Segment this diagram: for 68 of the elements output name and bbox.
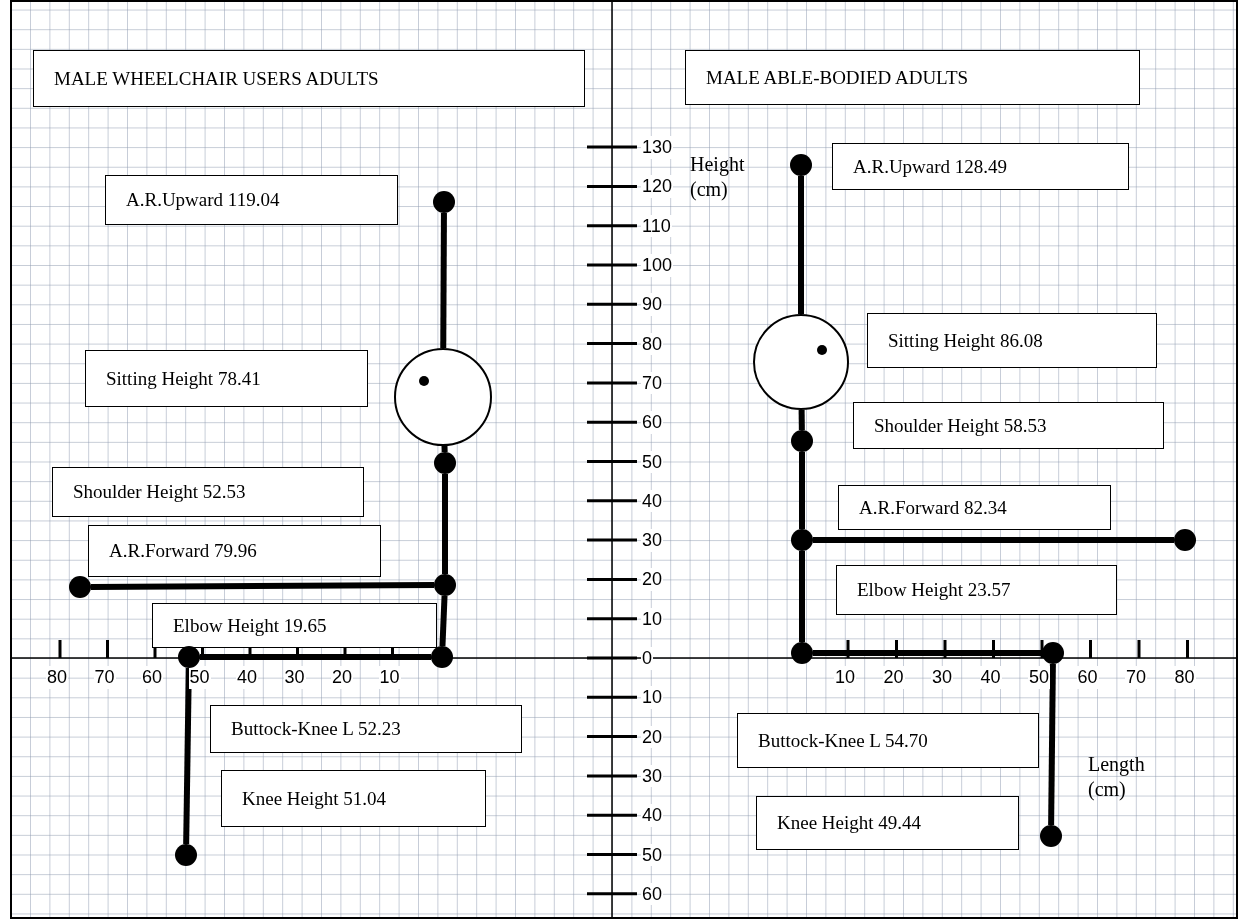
tick-label: 20 [641, 725, 664, 749]
tick-label: 110 [641, 214, 672, 238]
measurement-label: Elbow Height 19.65 [152, 603, 437, 648]
measurement-label: Sitting Height 86.08 [867, 313, 1157, 368]
limb-line [439, 595, 448, 647]
measurement-label: Knee Height 51.04 [221, 770, 486, 827]
measurement-label: Shoulder Height 52.53 [52, 467, 364, 517]
tick-label: 50 [641, 450, 664, 473]
tick-label: 20 [882, 666, 905, 689]
tick-label: 10 [378, 666, 401, 689]
tick-label: 10 [641, 686, 664, 709]
tick-label: 70 [641, 371, 664, 395]
measurement-label: A.R.Upward 128.49 [832, 143, 1129, 190]
tick-label: 40 [641, 489, 664, 513]
measurement-label: A.R.Forward 79.96 [88, 525, 381, 577]
measurement-label: A.R.Forward 82.34 [838, 485, 1111, 530]
limb-line [799, 551, 805, 642]
measurement-label: MALE ABLE-BODIED ADULTS [685, 50, 1140, 105]
tick-label: 30 [283, 666, 306, 689]
measurement-label: Buttock-Knee L 52.23 [210, 705, 522, 753]
tick-label: 70 [1125, 666, 1148, 689]
tick-label: 10 [641, 607, 664, 631]
tick-label: 80 [641, 332, 664, 356]
limb-line [442, 474, 448, 574]
tick-label: 120 [641, 175, 674, 198]
tick-label: 0 [641, 647, 653, 670]
measurement-label: Buttock-Knee L 54.70 [737, 713, 1039, 768]
tick-label: 60 [641, 411, 664, 434]
tick-label: 50 [1028, 666, 1051, 689]
tick-label: 60 [1076, 666, 1099, 689]
limb-line [200, 654, 431, 660]
axis-title: Length (cm) [1088, 752, 1146, 802]
tick-label: 70 [93, 666, 116, 689]
tick-label: 80 [1173, 666, 1196, 689]
tick-label: 30 [641, 764, 664, 788]
limb-line [440, 213, 447, 349]
tick-label: 50 [641, 843, 664, 866]
limb-line [799, 452, 805, 529]
measurement-label: A.R.Upward 119.04 [105, 175, 398, 225]
tick-label: 40 [641, 804, 664, 827]
tick-label: 10 [834, 666, 857, 689]
limb-line [798, 409, 805, 431]
axis-title: Height (cm) [690, 152, 746, 202]
limb-line [813, 537, 1174, 543]
measurement-label: Sitting Height 78.41 [85, 350, 368, 407]
measurement-label: Elbow Height 23.57 [836, 565, 1117, 615]
tick-label: 90 [641, 293, 664, 316]
tick-label: 100 [641, 254, 674, 277]
limb-line [1048, 663, 1056, 826]
tick-label: 50 [188, 666, 211, 689]
tick-label: 30 [931, 666, 954, 689]
tick-label: 30 [641, 529, 664, 552]
tick-label: 80 [46, 666, 69, 689]
measurement-label: Shoulder Height 58.53 [853, 402, 1164, 449]
limb-line [441, 445, 448, 453]
measurement-label: Knee Height 49.44 [756, 796, 1019, 850]
tick-label: 20 [641, 568, 664, 591]
limb-line [798, 176, 804, 314]
limb-line [813, 650, 1042, 656]
limb-line [91, 582, 434, 590]
tick-label: 130 [641, 136, 674, 159]
measurement-label: MALE WHEELCHAIR USERS ADULTS [33, 50, 585, 107]
tick-label: 60 [141, 666, 164, 689]
tick-label: 40 [979, 666, 1002, 689]
tick-label: 20 [331, 666, 354, 689]
tick-label: 40 [236, 666, 259, 689]
limb-line [183, 667, 192, 845]
tick-label: 60 [641, 882, 664, 906]
